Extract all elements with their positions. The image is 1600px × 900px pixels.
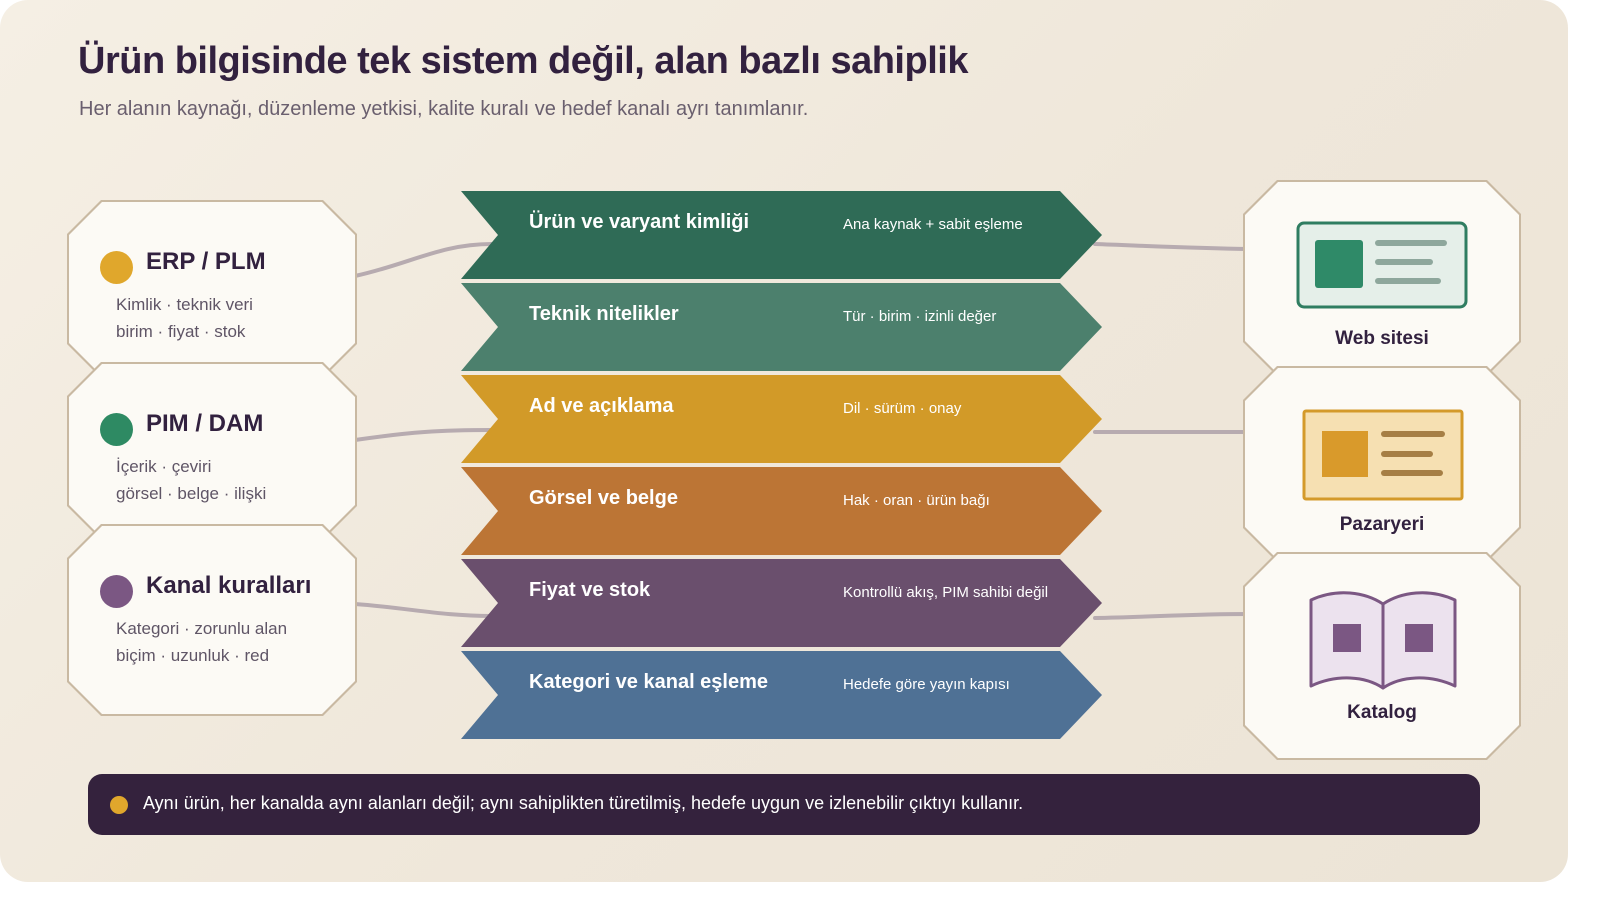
- row-chevron: [461, 375, 1102, 463]
- target-card-katalog: Katalog: [1243, 552, 1521, 760]
- source-dot: [100, 413, 133, 446]
- source-title: Kanal kuralları: [146, 572, 312, 599]
- source-detail: birim · fiyat · stok: [116, 322, 246, 341]
- target-label: Pazaryeri: [1339, 514, 1425, 535]
- source-dot: [100, 575, 133, 608]
- row-chevron: [461, 467, 1102, 555]
- source-detail: İçerik · çeviri: [116, 457, 212, 476]
- source-detail: biçim · uzunluk · red: [116, 646, 270, 665]
- row-label: Görsel ve belge: [529, 487, 678, 509]
- flow-canvas: [353, 191, 1252, 739]
- row-label: Kategori ve kanal eşleme: [529, 671, 769, 693]
- connector-pim: [353, 428, 494, 442]
- marketplace-listing-icon: [1302, 409, 1464, 503]
- row-label: Teknik nitelikler: [529, 303, 679, 325]
- connector-kanal: [353, 602, 494, 618]
- target-card-web-sitesi: Web sitesi: [1243, 180, 1521, 376]
- connector-erp: [353, 242, 494, 278]
- connector-web: [1093, 242, 1252, 251]
- row-note: Dil · sürüm · onay: [843, 400, 962, 417]
- connector-katalog: [1093, 612, 1252, 620]
- target-label: Web sitesi: [1335, 328, 1429, 349]
- source-dot: [100, 251, 133, 284]
- source-title: PIM / DAM: [146, 410, 264, 437]
- row-note: Ana kaynak + sabit eşleme: [843, 216, 1023, 233]
- web-page-icon: [1296, 221, 1468, 311]
- row-note: Tür · birim · izinli değer: [843, 308, 997, 325]
- source-card-erp-plm: ERP / PLM Kimlik · teknik veri birim · f…: [67, 200, 357, 378]
- page-title: Ürün bilgisinde tek sistem değil, alan b…: [78, 40, 968, 82]
- diagram-frame: Ürün bilgisinde tek sistem değil, alan b…: [0, 0, 1568, 882]
- row-chevron: [461, 559, 1102, 647]
- bullet-dot: [110, 796, 128, 814]
- source-card-kanal-kurallari: Kanal kuralları Kategori · zorunlu alan …: [67, 524, 357, 716]
- summary-text: Aynı ürün, her kanalda aynı alanları değ…: [143, 793, 1024, 813]
- row-note: Kontrollü akış, PIM sahibi değil: [843, 584, 1049, 601]
- row-note: Hak · oran · ürün bağı: [843, 492, 990, 509]
- source-detail: Kimlik · teknik veri: [116, 295, 253, 314]
- row-chevron: [461, 651, 1102, 739]
- row-label: Fiyat ve stok: [529, 579, 651, 601]
- source-detail: Kategori · zorunlu alan: [116, 619, 288, 638]
- row-label: Ad ve açıklama: [529, 395, 674, 417]
- target-card-pazaryeri: Pazaryeri: [1243, 366, 1521, 562]
- row-label: Ürün ve varyant kimliği: [529, 211, 750, 233]
- summary-banner: Aynı ürün, her kanalda aynı alanları değ…: [88, 774, 1480, 835]
- target-label: Katalog: [1347, 702, 1417, 723]
- row-chevron: [461, 191, 1102, 279]
- source-detail: görsel · belge · ilişki: [116, 484, 267, 503]
- row-note: Hedefe göre yayın kapısı: [843, 676, 1010, 693]
- source-title: ERP / PLM: [146, 248, 266, 275]
- page-subtitle: Her alanın kaynağı, düzenleme yetkisi, k…: [79, 98, 809, 120]
- open-catalog-icon: [1307, 590, 1459, 692]
- source-card-pim-dam: PIM / DAM İçerik · çeviri görsel · belge…: [67, 362, 357, 540]
- row-chevron: [461, 283, 1102, 371]
